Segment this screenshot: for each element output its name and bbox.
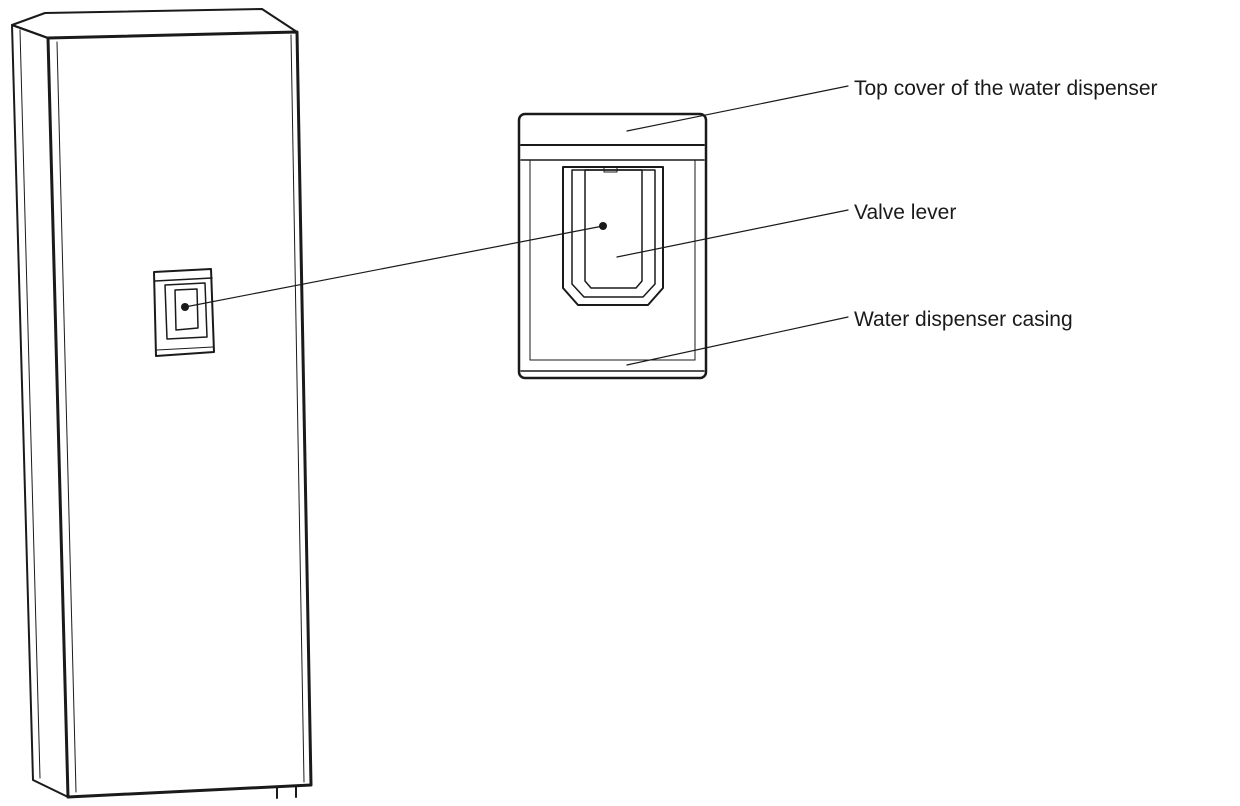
- casing-leader-line: [626, 316, 849, 366]
- refrigerator-cabinet: [11, 8, 313, 799]
- small-dispenser-recess: [164, 282, 208, 340]
- small-valve-lever: [174, 288, 199, 331]
- dispenser-enlarged-view: [517, 112, 708, 380]
- valve-lever-leader-line: [616, 209, 849, 258]
- door-hinge-edge: [290, 34, 305, 783]
- small-dispenser-top-cover: [154, 277, 213, 282]
- valve-lever-face: [584, 169, 643, 289]
- refrigerator-door: [46, 30, 313, 799]
- top-cover-leader-line: [626, 85, 849, 132]
- water-dispenser-casing: [517, 112, 708, 380]
- leader-dot-small-dispenser: [181, 303, 189, 311]
- valve-lever-tab: [603, 166, 618, 173]
- leader-lines: [184, 85, 849, 366]
- small-dispenser-frame: [153, 268, 215, 357]
- small-dispenser-bottom-edge: [156, 346, 214, 351]
- valve-lever-inner: [571, 169, 656, 298]
- label-top-cover: Top cover of the water dispenser: [854, 77, 1158, 100]
- label-valve-lever: Valve lever: [854, 201, 957, 224]
- valve-lever-outer: [562, 166, 664, 306]
- cabinet-side-inner-edge: [19, 29, 41, 779]
- magnify-leader-line: [184, 225, 604, 308]
- door-inner-edge: [56, 41, 77, 793]
- label-water-dispenser-casing: Water dispenser casing: [854, 308, 1073, 331]
- leader-dot-enlarged-dispenser: [599, 222, 607, 230]
- door-dispenser-small: [153, 268, 215, 357]
